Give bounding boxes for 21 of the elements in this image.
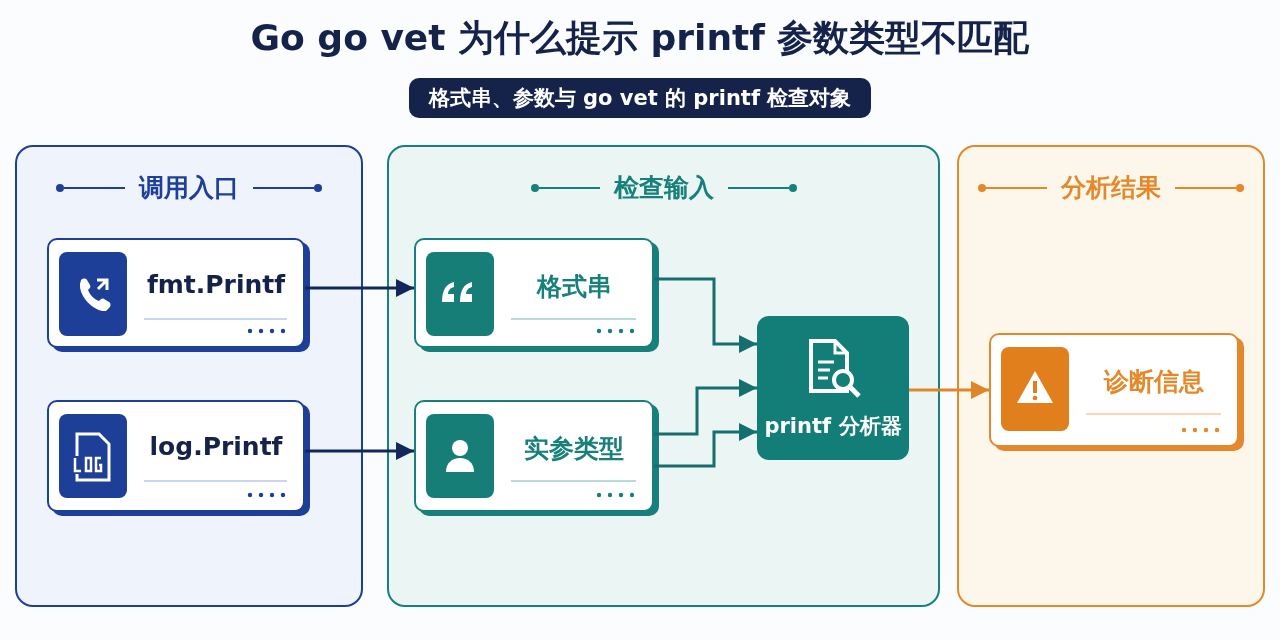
arrow [654,379,757,436]
panel-heading: 调用入口 [139,172,239,204]
item-label: 实参类型 [523,433,625,465]
arrow [305,442,414,460]
subtitle-banner: 格式串、参数与 go vet 的 printf 检查对象 [408,78,872,118]
arrow [654,423,757,468]
title: Go go vet 为什么提示 printf 参数类型不匹配 [249,16,1031,60]
column-panel [387,145,940,607]
analyzer-label: printf 分析器 [763,413,903,440]
arrow [654,277,757,353]
panel-heading: 分析结果 [1061,172,1161,204]
item-label: 诊断信息 [1102,366,1205,398]
column-panel [15,145,363,607]
column-panel [957,145,1265,607]
item-label: 格式串 [535,271,613,303]
analyzer-box [757,316,909,460]
arrow [909,381,989,399]
panel-heading: 检查输入 [613,172,714,204]
item-label: fmt.Printf [145,270,287,299]
arrow [305,279,414,297]
item-label: log.Printf [148,432,284,461]
